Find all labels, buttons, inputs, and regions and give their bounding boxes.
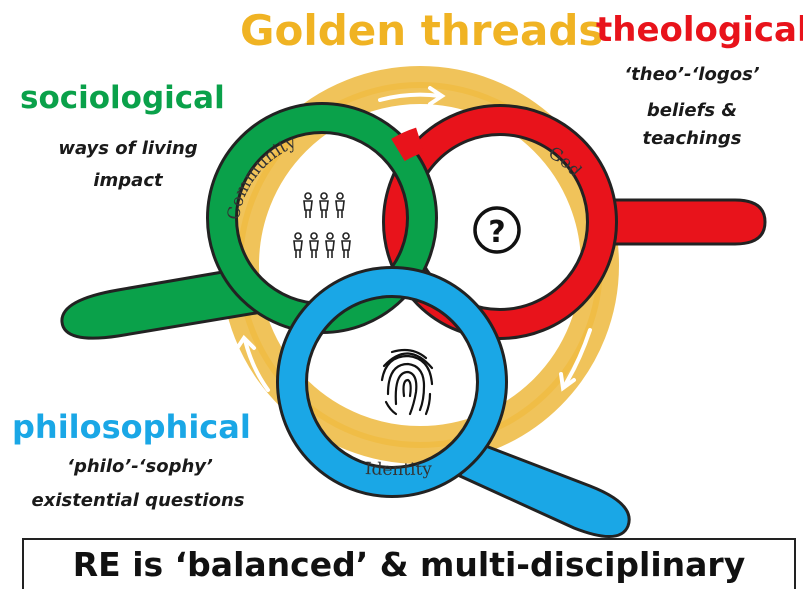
sociological-handle xyxy=(60,266,265,340)
question-mark-icon: ? xyxy=(473,206,521,254)
theological-lens-ring xyxy=(385,107,615,337)
philosophical-etymology: ‘philo’-‘sophy’ xyxy=(67,456,213,477)
top-arrow-icon xyxy=(378,86,446,106)
identity-ring-label: Identity xyxy=(364,459,432,480)
theological-description-line1: beliefs & xyxy=(646,100,738,121)
flow-arrows xyxy=(234,86,592,392)
theological-etymology: ‘theo’-‘logos’ xyxy=(624,64,760,85)
identity-label-path: Identity xyxy=(364,459,432,480)
left-arrow-icon xyxy=(234,334,270,392)
theological-heading: theological xyxy=(596,10,803,50)
fingerprint-icon xyxy=(380,348,434,416)
philosophical-description: existential questions xyxy=(31,490,245,511)
sociological-description-line2: impact xyxy=(93,170,163,191)
philosophical-lens-ring xyxy=(279,269,505,495)
philosophical-magnifier xyxy=(276,266,631,538)
sociological-heading: sociological xyxy=(20,80,225,116)
philosophical-heading: philosophical xyxy=(12,408,251,446)
philosophical-handle xyxy=(458,438,631,538)
summary-banner: RE is ‘balanced’ & multi-disciplinary xyxy=(22,538,796,589)
diagram-title: Golden threads xyxy=(240,6,604,55)
sociological-magnifier xyxy=(60,102,438,340)
sociological-description-line1: ways of living xyxy=(58,138,198,159)
theological-handle xyxy=(598,198,767,246)
question-mark-glyph: ? xyxy=(488,215,505,250)
people-group-icon xyxy=(293,192,351,258)
right-arrow-icon xyxy=(559,328,592,392)
theological-description-line2: teachings xyxy=(642,128,742,149)
theological-magnifier xyxy=(382,104,767,340)
